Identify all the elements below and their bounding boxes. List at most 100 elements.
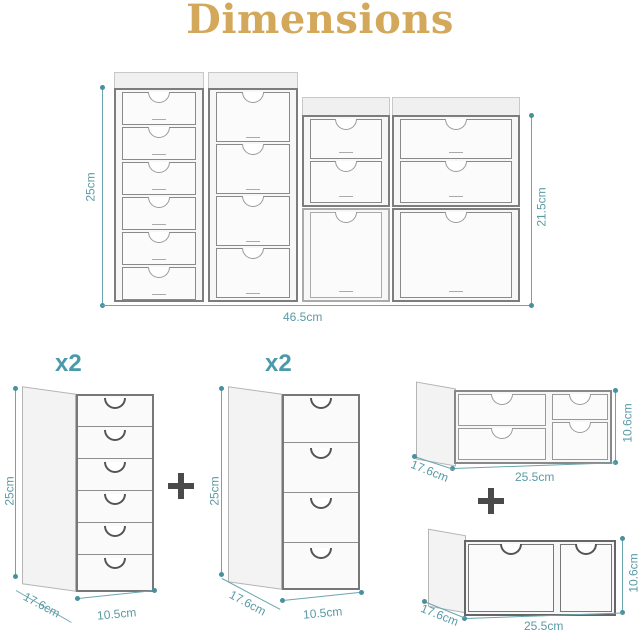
handle-icon — [491, 428, 513, 439]
drawer — [310, 119, 382, 159]
width-label: 10.5cm — [302, 604, 343, 622]
handle-icon — [148, 162, 170, 173]
right-height-dimension-line — [531, 115, 532, 305]
drawer — [216, 196, 290, 246]
handle-icon — [242, 248, 264, 259]
dimension-dot — [280, 598, 285, 603]
handle-icon — [500, 544, 522, 555]
cube-left-lower — [302, 208, 390, 302]
right-height-label: 21.5cm — [534, 187, 549, 227]
tower-side-panel — [22, 386, 76, 592]
handle-icon — [310, 398, 332, 409]
cube-right-upper — [392, 115, 520, 207]
plus-icon — [478, 488, 504, 514]
dimension-dot — [13, 574, 18, 579]
handle-icon — [242, 144, 264, 155]
handle-icon — [148, 232, 170, 243]
page-title: Dimensions — [186, 0, 454, 43]
width-label: 25.5cm — [524, 619, 564, 633]
four-drawer-tower — [208, 88, 298, 302]
height-label: 25cm — [2, 476, 17, 506]
handle-icon — [569, 394, 591, 405]
width-label: 46.5cm — [283, 310, 323, 324]
quantity-label: x2 — [265, 350, 292, 377]
height-label: 10.6cm — [620, 403, 635, 443]
handle-icon — [242, 92, 264, 103]
dimension-dot — [412, 454, 417, 459]
dimension-dot — [100, 85, 105, 90]
height-dimension-line — [15, 388, 16, 576]
height-label: 25cm — [83, 172, 98, 202]
dimension-dot — [462, 616, 467, 621]
height-dimension-line — [102, 87, 103, 305]
four-drawer-tower-front — [282, 394, 360, 590]
handle-icon — [148, 267, 170, 278]
drawer — [552, 422, 608, 460]
handle-icon — [445, 161, 467, 172]
handle-icon — [148, 197, 170, 208]
handle-icon — [445, 119, 467, 130]
handle-icon — [491, 394, 513, 405]
handle-icon — [335, 161, 357, 172]
handle-icon — [242, 196, 264, 207]
height-label: 10.6cm — [626, 553, 640, 593]
tower-side-panel — [228, 386, 282, 590]
height-dimension-line — [615, 390, 616, 462]
height-dimension-line — [622, 538, 623, 612]
drawer — [122, 127, 196, 160]
handle-icon — [148, 127, 170, 138]
dimension-dot — [359, 590, 364, 595]
cube-side-panel — [416, 381, 456, 467]
width-dimension-line — [282, 591, 363, 601]
cube-top — [302, 97, 390, 117]
handle-icon — [569, 422, 591, 433]
handle-icon — [445, 212, 467, 223]
dimension-dot — [152, 588, 157, 593]
drawer — [122, 162, 196, 195]
handle-icon — [104, 526, 126, 537]
handle-icon — [335, 119, 357, 130]
handle-icon — [104, 462, 126, 473]
handle-icon — [148, 92, 170, 103]
handle-icon — [104, 398, 126, 409]
drawer — [122, 232, 196, 265]
drawer — [122, 197, 196, 230]
dimension-dot — [613, 388, 618, 393]
handle-icon — [335, 212, 357, 223]
cube-top — [392, 97, 520, 117]
six-drawer-tower — [114, 88, 204, 302]
dimension-dot — [529, 303, 534, 308]
dimension-dot — [422, 599, 427, 604]
two-drawer-cube-front — [464, 540, 616, 616]
drawer — [400, 119, 512, 159]
drawer — [216, 144, 290, 194]
handle-icon — [575, 544, 597, 555]
drawer — [400, 161, 512, 203]
drawer — [560, 544, 612, 612]
dimension-dot — [219, 386, 224, 391]
drawer — [552, 394, 608, 420]
quantity-label: x2 — [55, 350, 82, 377]
dimension-dot — [13, 386, 18, 391]
drawer — [122, 92, 196, 125]
handle-icon — [104, 494, 126, 505]
dimension-dot — [219, 572, 224, 577]
drawer — [458, 428, 546, 460]
drawer — [310, 161, 382, 203]
six-drawer-tower-front — [76, 394, 154, 592]
width-dimension-line — [102, 305, 530, 306]
height-label: 25cm — [207, 476, 222, 506]
handle-icon — [310, 548, 332, 559]
handle-icon — [104, 558, 126, 569]
four-drawer-cube-front — [454, 390, 612, 464]
handle-icon — [104, 430, 126, 441]
handle-icon — [310, 498, 332, 509]
cube-right-lower — [392, 208, 520, 302]
dimension-dot — [620, 536, 625, 541]
plus-icon — [168, 473, 194, 499]
drawer — [458, 394, 546, 426]
width-label: 10.5cm — [96, 605, 137, 623]
handle-icon — [310, 448, 332, 459]
dimension-dot — [75, 596, 80, 601]
dimension-dot — [529, 113, 534, 118]
